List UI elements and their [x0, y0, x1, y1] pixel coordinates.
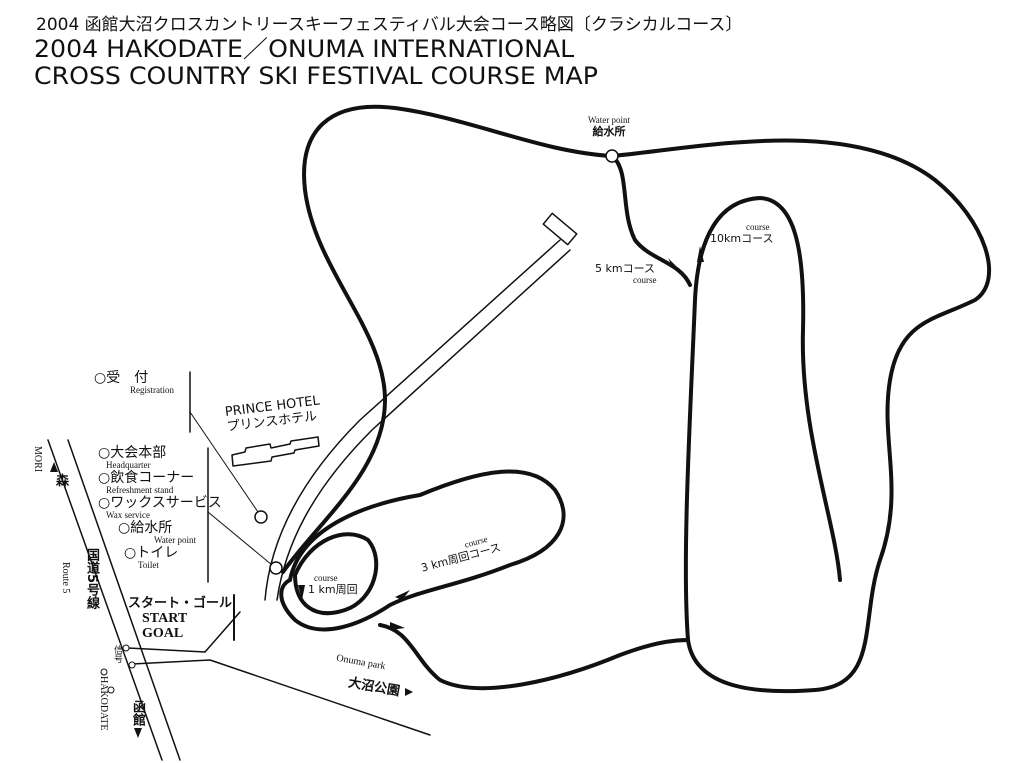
course-lower-section — [378, 623, 690, 691]
course-3km-loop — [279, 469, 566, 632]
legend-headquarter: ○大会本部 Headquarter — [98, 445, 167, 470]
signal-marker — [107, 686, 115, 694]
arrow-icon — [390, 622, 405, 630]
legend-wax-service: ○ワックスサービス Wax service — [98, 495, 222, 520]
legend-toilet: ○トイレ Toilet — [124, 545, 179, 570]
arrow-icon — [395, 590, 410, 600]
course-10km-label: course 10kmコース — [710, 222, 774, 245]
arrow-icon — [50, 462, 58, 472]
mori-jp: 森 — [56, 474, 70, 489]
signal-marker — [100, 668, 108, 676]
mori-en: MORI — [32, 446, 43, 473]
course-outer-loop — [281, 104, 992, 694]
signal-label: 信号 — [113, 645, 123, 663]
arrow-icon — [134, 728, 142, 738]
title-english-line1: 2004 HAKODATE／ONUMA INTERNATIONAL — [34, 35, 575, 63]
facility-marker — [269, 561, 283, 575]
access-road — [127, 611, 431, 736]
leader-line — [207, 511, 273, 566]
water-point-label: Water point 給水所 — [588, 115, 631, 138]
hotel-road — [264, 239, 571, 601]
prince-hotel-building — [231, 436, 320, 467]
water-point-marker — [605, 149, 619, 163]
arrow-icon — [298, 585, 305, 600]
direction-arrows — [50, 246, 704, 738]
route-5-jp: 国道5号線 — [84, 548, 99, 610]
title-japanese: 2004 函館大沼クロスカントリースキーフェスティバル大会コース略図〔クラシカル… — [36, 15, 743, 35]
route-5-road — [47, 439, 181, 761]
course-1km-loop — [293, 532, 379, 616]
facility-marker — [254, 510, 268, 524]
legend-registration: ○受 付 Registration — [94, 370, 174, 395]
building-end — [542, 212, 578, 246]
arrow-icon — [405, 688, 413, 696]
route-5-en: Route 5 — [60, 562, 71, 594]
course-5km-label: 5 kmコース course — [595, 262, 657, 285]
course-waterpoint-connector — [610, 154, 692, 287]
arrow-icon — [668, 258, 680, 270]
title-english-line2: CROSS COUNTRY SKI FESTIVAL COURSE MAP — [34, 62, 598, 90]
legend-refreshment: ○飲食コーナー Refreshment stand — [98, 470, 195, 495]
hakodate-en: HAKODATE — [98, 676, 109, 731]
leader-line — [189, 411, 261, 516]
legend-water-point: ○給水所 Water point — [118, 520, 197, 545]
hakodate-jp: 函館 — [130, 700, 145, 726]
arrow-icon — [697, 246, 704, 262]
signal-marker — [122, 644, 130, 652]
signal-marker — [128, 661, 136, 669]
course-1km-label: course 1 km周回 — [308, 573, 358, 596]
start-goal-label: スタート・ゴール START GOAL — [128, 596, 233, 641]
